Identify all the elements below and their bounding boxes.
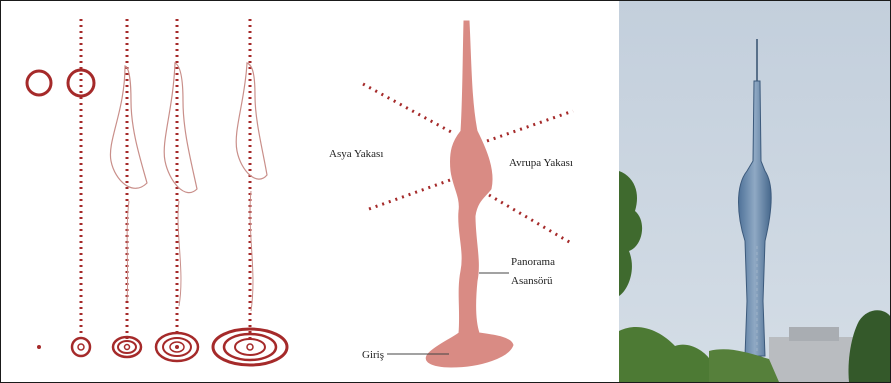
design-diagram: Asya Yakası Avrupa Yakası Panorama Asans… [1, 1, 619, 382]
panorama-label-line2: Asansörü [511, 275, 553, 287]
tower-photo [619, 1, 890, 382]
evolution-column-2 [68, 19, 94, 356]
asia-side-label: Asya Yakası [329, 148, 383, 160]
europe-side-label: Avrupa Yakası [509, 157, 573, 169]
entrance-label: Giriş [362, 349, 384, 361]
building [769, 337, 859, 382]
evolution-column-3 [110, 19, 147, 357]
panorama-label-line1: Panorama [511, 256, 555, 268]
tower-silhouette-icon [426, 21, 513, 367]
evolution-column-4 [156, 19, 198, 361]
evolution-column-1 [27, 71, 51, 349]
evolution-column-5 [213, 19, 287, 365]
